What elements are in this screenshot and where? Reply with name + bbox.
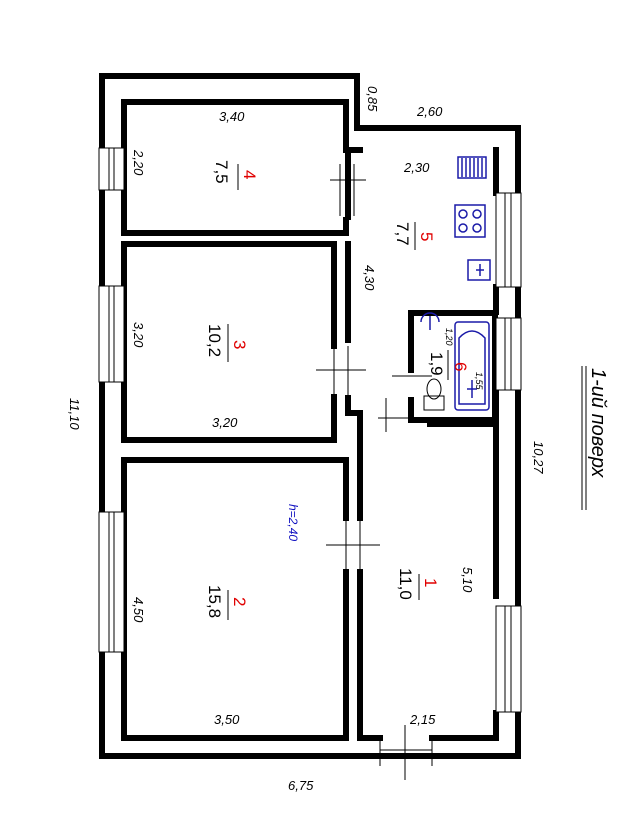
- room-2-area: 15,8: [205, 585, 224, 618]
- plan-title: 1-ий поверх: [587, 368, 609, 478]
- room-6-number: 6: [451, 362, 470, 371]
- outer-walls: [99, 73, 521, 759]
- title-group: 1-ий поверх: [581, 366, 609, 510]
- top-step-dim: 0,85: [365, 86, 380, 112]
- doors: [316, 164, 433, 780]
- room-1-number: 1: [421, 578, 440, 587]
- room-6-length: 1,20: [444, 328, 454, 346]
- room-4-length: 2,20: [131, 149, 146, 176]
- room-1-length: 5,10: [460, 567, 475, 593]
- room-3-length: 3,20: [131, 322, 146, 348]
- right-length: 10,27: [531, 441, 546, 474]
- fixtures: [420, 156, 491, 411]
- room-5-area: 7,7: [393, 222, 412, 246]
- window-room1: [495, 605, 522, 713]
- room-4-width: 3,40: [219, 109, 245, 124]
- room-3: 3 10,2 3,20 3,20: [131, 322, 249, 430]
- room-1: 1 11,0 5,10 2,15: [396, 567, 475, 727]
- windows: [98, 147, 522, 713]
- room-2-width: 3,50: [214, 712, 240, 727]
- window-room3: [98, 285, 125, 383]
- sink-icon: [467, 259, 491, 281]
- room-6-width: 1,55: [474, 372, 484, 391]
- top-width-dim: 2,60: [416, 104, 443, 119]
- room-5-number: 5: [417, 232, 436, 241]
- room-3-width: 3,20: [212, 415, 238, 430]
- bathtub-icon: [454, 321, 490, 411]
- room-6-area: 1,9: [427, 352, 446, 376]
- room-5: 5 7,7 4,30 2,30: [362, 160, 436, 291]
- window-bath: [495, 317, 522, 391]
- room-4-area: 7,5: [212, 160, 231, 184]
- radiator-icon: [457, 156, 487, 179]
- room-4: 4 7,5 2,20 3,40: [131, 109, 259, 190]
- room-3-area: 10,2: [205, 324, 224, 357]
- room-4-number: 4: [240, 170, 259, 179]
- ceiling-height: h=2,40: [286, 504, 300, 541]
- overall-length: 11,10: [67, 398, 82, 430]
- overall-width: 6,75: [288, 778, 314, 793]
- room-1-width: 2,15: [409, 712, 436, 727]
- window-room5: [495, 192, 522, 288]
- window-room2: [98, 511, 125, 653]
- window-room4: [98, 147, 125, 191]
- toilet-icon: [423, 378, 445, 411]
- room-1-area: 11,0: [396, 568, 415, 600]
- room-6: 6 1,9 1,20 1,55: [427, 328, 484, 391]
- room-2-length: 4,50: [131, 597, 146, 623]
- room-3-number: 3: [230, 340, 249, 349]
- room-5-width: 2,30: [403, 160, 430, 175]
- interior-walls: [121, 99, 499, 741]
- stove-icon: [454, 204, 486, 238]
- room-5-length: 4,30: [362, 265, 377, 291]
- room-2-number: 2: [230, 597, 249, 606]
- room-2: 2 15,8 4,50 3,50: [131, 585, 249, 727]
- washbasin-icon: [420, 312, 440, 330]
